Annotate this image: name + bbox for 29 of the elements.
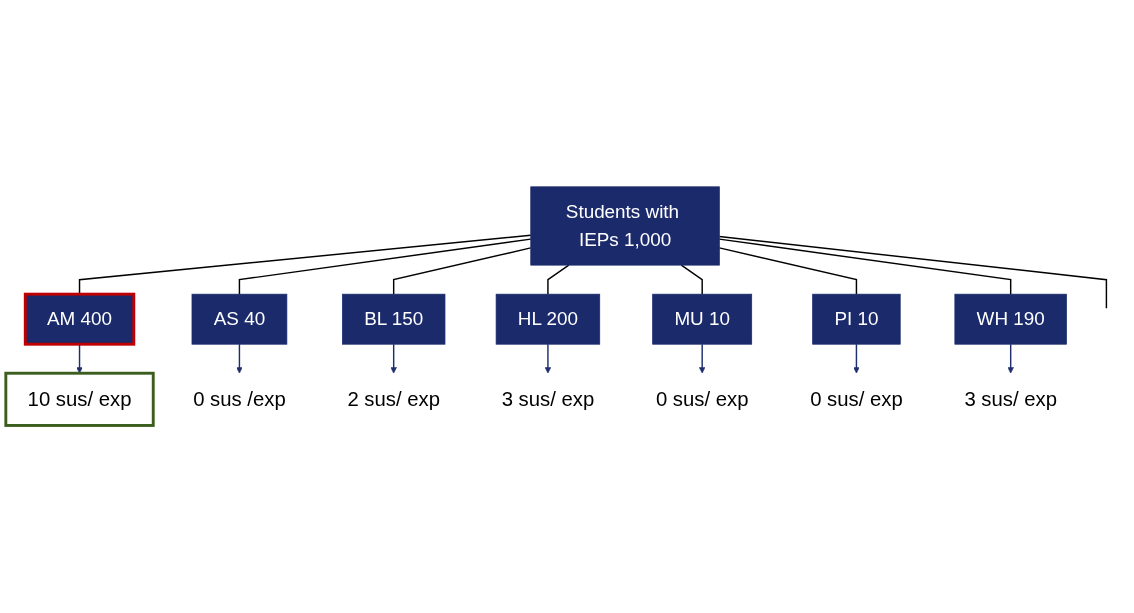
arrow [853, 343, 860, 374]
node-box: PI 10 [812, 294, 901, 345]
connector [392, 247, 532, 296]
node-text: 3 sus/ exp [501, 388, 595, 411]
connector [718, 238, 1012, 296]
node-text: 2 sus/ exp [347, 388, 440, 411]
arrow [390, 343, 397, 374]
node-text: 0 sus/ exp [655, 388, 749, 411]
arrow [544, 343, 552, 374]
connector [78, 234, 532, 296]
node-text: 0 sus/ exp [810, 388, 903, 411]
connector [547, 264, 570, 296]
node-box: BL 150 [342, 294, 446, 345]
connector [680, 264, 703, 296]
arrow [699, 343, 706, 374]
arrow [236, 343, 243, 374]
node-box: HL 200 [495, 294, 601, 345]
connector [718, 236, 1108, 310]
connector [238, 238, 532, 296]
node-text: 0 sus /exp [193, 388, 286, 411]
node-box: AS 40 [191, 294, 288, 345]
node-box: AM 400 [23, 293, 136, 347]
node-box: 10 sus/ exp [4, 372, 155, 428]
node-box: MU 10 [652, 294, 753, 345]
node-box: Students with IEPs 1,000 [530, 186, 720, 266]
arrow [1007, 343, 1014, 374]
node-box: WH 190 [954, 294, 1067, 345]
node-text: 3 sus/ exp [964, 388, 1057, 411]
connector [718, 247, 858, 296]
